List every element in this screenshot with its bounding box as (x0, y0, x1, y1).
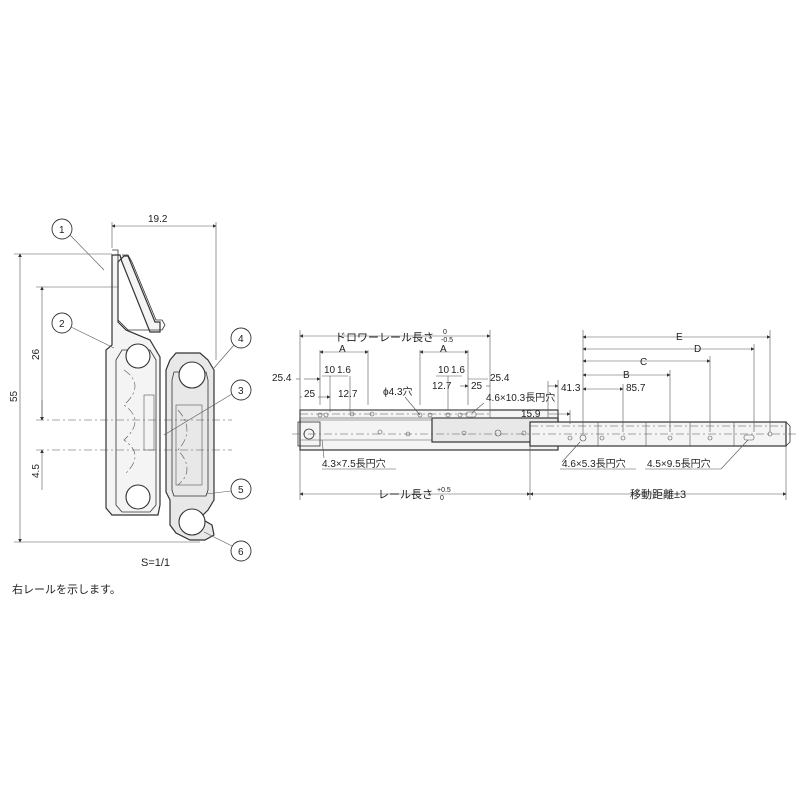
slot-4-3x7-5-label: 4.3×7.5長円穴 (322, 457, 386, 470)
ball-upper-right (178, 361, 206, 389)
rail-length-label: レール長さ (378, 488, 433, 501)
slot-4-6x5-3-label: 4.6×5.3長円穴 (562, 457, 626, 470)
dim-85-7: 85.7 (626, 383, 646, 394)
section-view: 19.2 55 26 4.5 1 2 3 (9, 214, 252, 569)
outer-rail-profile (105, 254, 161, 516)
svg-text:2: 2 (59, 319, 65, 330)
dim-lower-offset: 4.5 (31, 464, 42, 478)
dim-25-4-mid: 25.4 (490, 373, 510, 384)
dim-12-7-mid: 12.7 (432, 381, 452, 392)
svg-text:1: 1 (59, 225, 65, 236)
note-right-rail: 右レールを示します。 (12, 582, 121, 596)
dim-25-4-left: 25.4 (272, 373, 292, 384)
left-rail-chamber (115, 349, 157, 513)
ball-upper-left (125, 343, 151, 369)
callout-1: 1 (51, 218, 105, 271)
dim-E: E (676, 332, 683, 343)
drawer-rail-length-tol-bottom: -0.5 (441, 337, 453, 344)
svg-text:4: 4 (238, 334, 244, 345)
dim-width: 19.2 (148, 214, 168, 225)
dim-A-left: A (339, 344, 346, 355)
dim-height: 55 (9, 390, 20, 402)
callout-6: 6 (203, 531, 252, 562)
dim-10-left: 10 (324, 365, 336, 376)
dim-C: C (640, 357, 647, 368)
scale-label: S=1/1 (141, 557, 170, 569)
callout-2: 2 (51, 312, 115, 349)
slot-4-6x10-3-label: 4.6×10.3長円穴 (486, 391, 555, 404)
hole-4-3-label: ϕ4.3穴 (383, 385, 413, 398)
dim-1-6-mid: 1.6 (451, 365, 465, 376)
rail-length-tol-bottom: 0 (440, 495, 444, 502)
inner-member (175, 404, 203, 486)
callout-4: 4 (213, 327, 252, 369)
dim-1-6-left: 1.6 (337, 365, 351, 376)
rail-length-tol-top: +0.5 (437, 487, 451, 494)
dim-25-left: 25 (304, 389, 316, 400)
drawer-rail-length-tol-top: 0 (443, 329, 447, 336)
dim-10-mid: 10 (438, 365, 450, 376)
right-rail-profile (165, 352, 215, 541)
dim-25-mid: 25 (471, 381, 483, 392)
callout-3: 3 (163, 379, 252, 436)
dim-B: B (623, 370, 630, 381)
svg-text:5: 5 (238, 485, 244, 496)
ball-lower-right (178, 508, 206, 536)
dim-41-3: 41.3 (561, 383, 581, 394)
svg-text:3: 3 (238, 386, 244, 397)
svg-text:6: 6 (238, 547, 244, 558)
dim-center-top: 26 (31, 348, 42, 360)
dim-D: D (694, 344, 701, 355)
dim-12-7-left: 12.7 (338, 389, 358, 400)
travel-label: 移動距離±3 (630, 487, 686, 501)
slot-4-5x9-5-label: 4.5×9.5長円穴 (647, 457, 711, 470)
side-view: ドロワーレール長さ 0 -0.5 A A 25.4 10 1.6 25 12.7… (272, 329, 796, 502)
dim-15-9: 15.9 (521, 409, 541, 420)
callout-5: 5 (205, 478, 252, 500)
dim-A-mid: A (440, 344, 447, 355)
top-hook (112, 249, 166, 331)
ball-lower-left (125, 484, 151, 510)
drawer-rail-length-label: ドロワーレール長さ (335, 331, 434, 344)
